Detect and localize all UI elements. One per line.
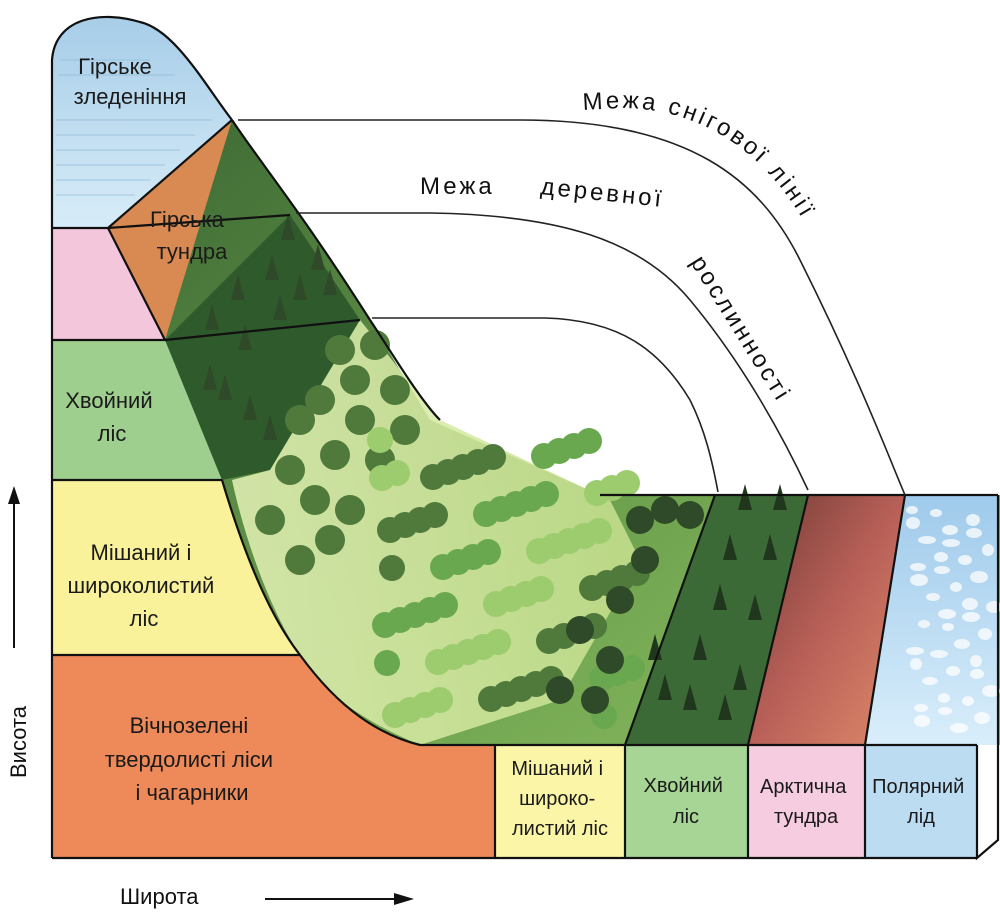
ice-bubble	[938, 707, 952, 715]
deciduous-tree	[606, 586, 634, 614]
deciduous-tree	[631, 546, 659, 574]
latitude-axis-label: Широта	[120, 884, 199, 909]
deciduous-tree	[340, 365, 370, 395]
deciduous-tree	[422, 502, 448, 528]
tree-line-word-3: рослинності	[685, 251, 797, 407]
deciduous-tree	[275, 455, 305, 485]
deciduous-tree	[285, 405, 315, 435]
ice-bubble	[942, 539, 960, 547]
ice-bubble	[914, 704, 928, 712]
deciduous-tree	[384, 460, 410, 486]
lowland-conifer-zone	[625, 745, 748, 858]
ice-bubble	[970, 571, 988, 583]
lowland-ice-zone	[865, 745, 977, 858]
ice-bubble	[974, 712, 990, 724]
ice-bubble	[942, 525, 958, 535]
tree-line-word-1: Межа	[420, 173, 495, 200]
altitude-axis: Висота	[6, 486, 31, 778]
ice-bubble	[946, 666, 960, 676]
deciduous-tree	[335, 495, 365, 525]
lowland-tundra-zone	[748, 745, 865, 858]
ice-bubble	[978, 628, 992, 640]
up-arrow-icon	[8, 486, 20, 504]
deciduous-tree	[528, 576, 554, 602]
ice-bubble	[962, 696, 974, 706]
ice-bubble	[934, 566, 950, 574]
deciduous-tree	[390, 415, 420, 445]
deciduous-tree	[380, 375, 410, 405]
label-lowland-mixed: Мішаний і широко- листий ліс	[511, 758, 608, 840]
deciduous-tree	[651, 496, 679, 524]
deciduous-tree	[480, 444, 506, 470]
deciduous-tree	[546, 676, 574, 704]
latitude-axis: Широта	[120, 884, 414, 909]
deciduous-tree	[581, 686, 609, 714]
ice-bubble	[970, 669, 984, 679]
deciduous-tree	[432, 592, 458, 618]
ice-bubble	[938, 609, 956, 619]
ice-bubble	[938, 693, 950, 703]
deciduous-tree	[315, 525, 345, 555]
deciduous-tree	[367, 427, 393, 453]
ice-bubble	[918, 620, 930, 628]
deciduous-tree	[325, 335, 355, 365]
deciduous-tree	[427, 687, 453, 713]
deciduous-tree	[300, 485, 330, 515]
ice-bubble	[962, 598, 978, 610]
ice-bubble	[922, 677, 938, 685]
ice-bubble	[958, 555, 972, 565]
ice-bubble	[930, 650, 948, 658]
deciduous-tree	[596, 646, 624, 674]
ice-bubble	[966, 528, 982, 538]
deciduous-tree	[626, 506, 654, 534]
deciduous-tree	[676, 501, 704, 529]
deciduous-tree	[345, 405, 375, 435]
ice-bubble	[962, 612, 980, 622]
ice-bubble	[970, 655, 982, 667]
ice-bubble	[950, 582, 962, 592]
ice-bubble	[934, 552, 948, 562]
ice-bubble	[918, 536, 936, 544]
ice-bubble	[910, 563, 926, 571]
ice-bubble	[926, 593, 940, 601]
deciduous-tree	[374, 650, 400, 676]
deciduous-tree	[379, 555, 405, 581]
deciduous-tree	[285, 545, 315, 575]
ice-bubble	[954, 639, 970, 649]
ice-bubble	[950, 723, 968, 733]
ice-bubble	[914, 715, 930, 727]
ice-bubble	[942, 623, 954, 631]
deciduous-tree	[576, 428, 602, 454]
ice-bubble	[910, 658, 922, 670]
ice-bubble	[906, 517, 920, 529]
ice-bubble	[982, 544, 994, 556]
deciduous-tree	[320, 440, 350, 470]
altitude-axis-label: Висота	[6, 705, 31, 778]
ice-bubble	[930, 509, 942, 517]
ice-bubble	[906, 506, 918, 514]
deciduous-tree	[614, 470, 640, 496]
ice-bubble	[906, 647, 924, 655]
ice-bubble	[910, 574, 928, 586]
deciduous-tree	[255, 505, 285, 535]
deciduous-tree	[485, 629, 511, 655]
deciduous-tree	[566, 616, 594, 644]
tree-line-word-2: деревної	[539, 173, 665, 213]
deciduous-tree	[533, 481, 559, 507]
deciduous-tree	[586, 518, 612, 544]
deciduous-tree	[475, 539, 501, 565]
right-arrow-icon	[394, 893, 414, 905]
ice-bubble	[966, 514, 980, 526]
